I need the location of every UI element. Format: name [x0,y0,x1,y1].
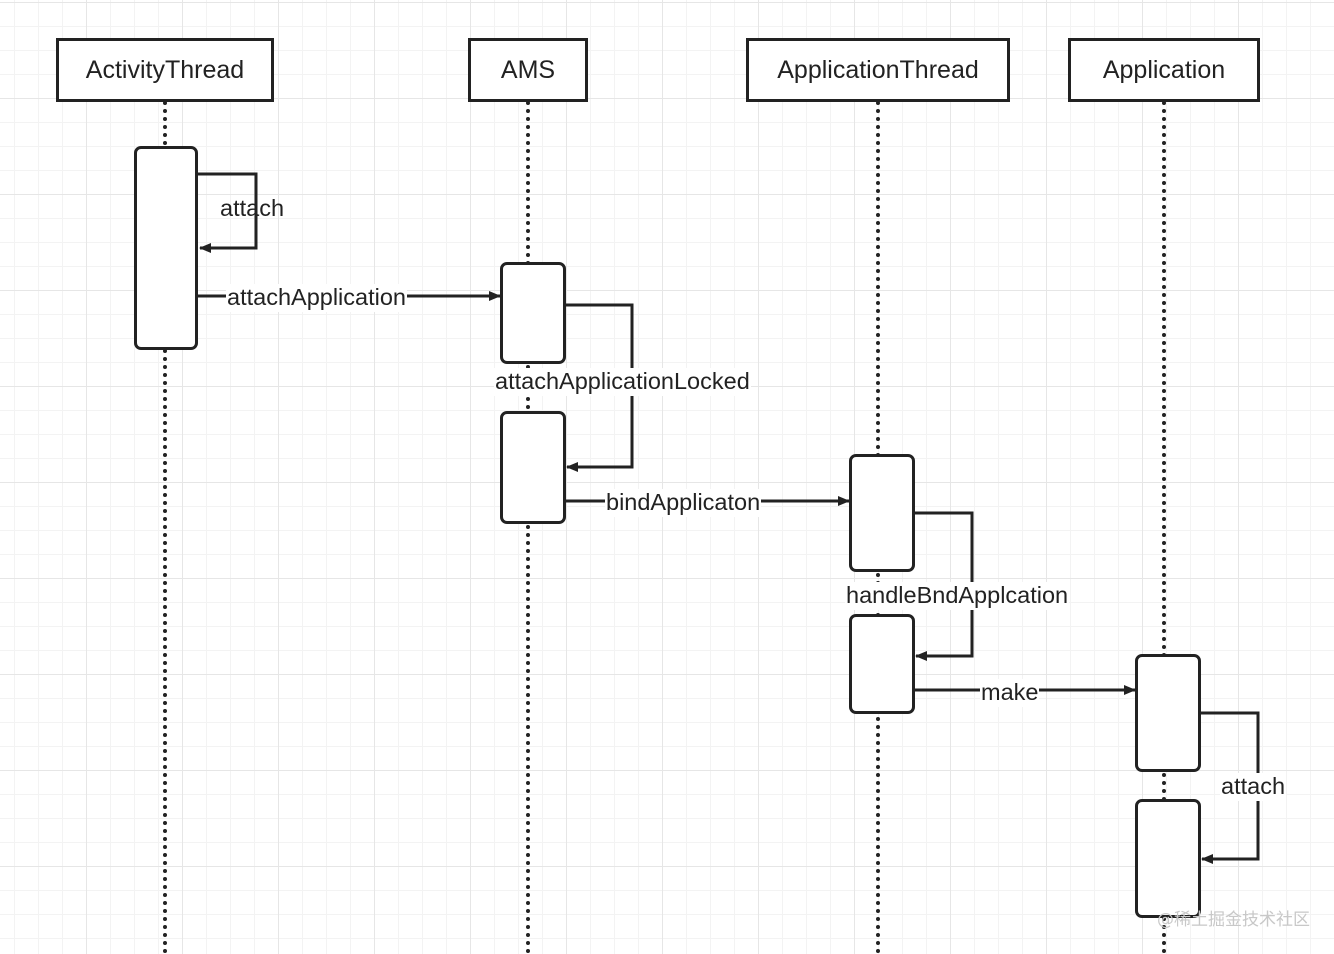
message-label-app-attach: attach [1220,773,1287,801]
lifeline-application [1162,101,1166,954]
activation-ams-1 [500,262,566,364]
lifeline-activity-thread [163,101,167,954]
watermark: @稀土掘金技术社区 [1157,910,1310,930]
activation-application-thread-2 [849,614,915,714]
activation-application-thread-1 [849,454,915,572]
participant-application: Application [1068,38,1260,102]
activation-application-2 [1135,799,1201,918]
message-label-make: make [980,679,1040,707]
lifeline-ams [526,101,530,954]
message-label-attach: attach [220,195,285,221]
message-label-attach-application: attachApplication [226,284,407,312]
activation-application-1 [1135,654,1201,772]
self-call-attach-line [197,172,258,253]
activation-activity-thread [134,146,198,350]
message-label-attach-application-locked: attachApplicationLocked [494,368,751,396]
participant-activity-thread: ActivityThread [56,38,274,102]
message-label-handle-bind-application: handleBndApplcation [845,582,1070,610]
activation-ams-2 [500,411,566,524]
message-label-bind-application: bindApplicaton [605,489,762,517]
participant-ams: AMS [468,38,588,102]
participant-application-thread: ApplicationThread [746,38,1010,102]
